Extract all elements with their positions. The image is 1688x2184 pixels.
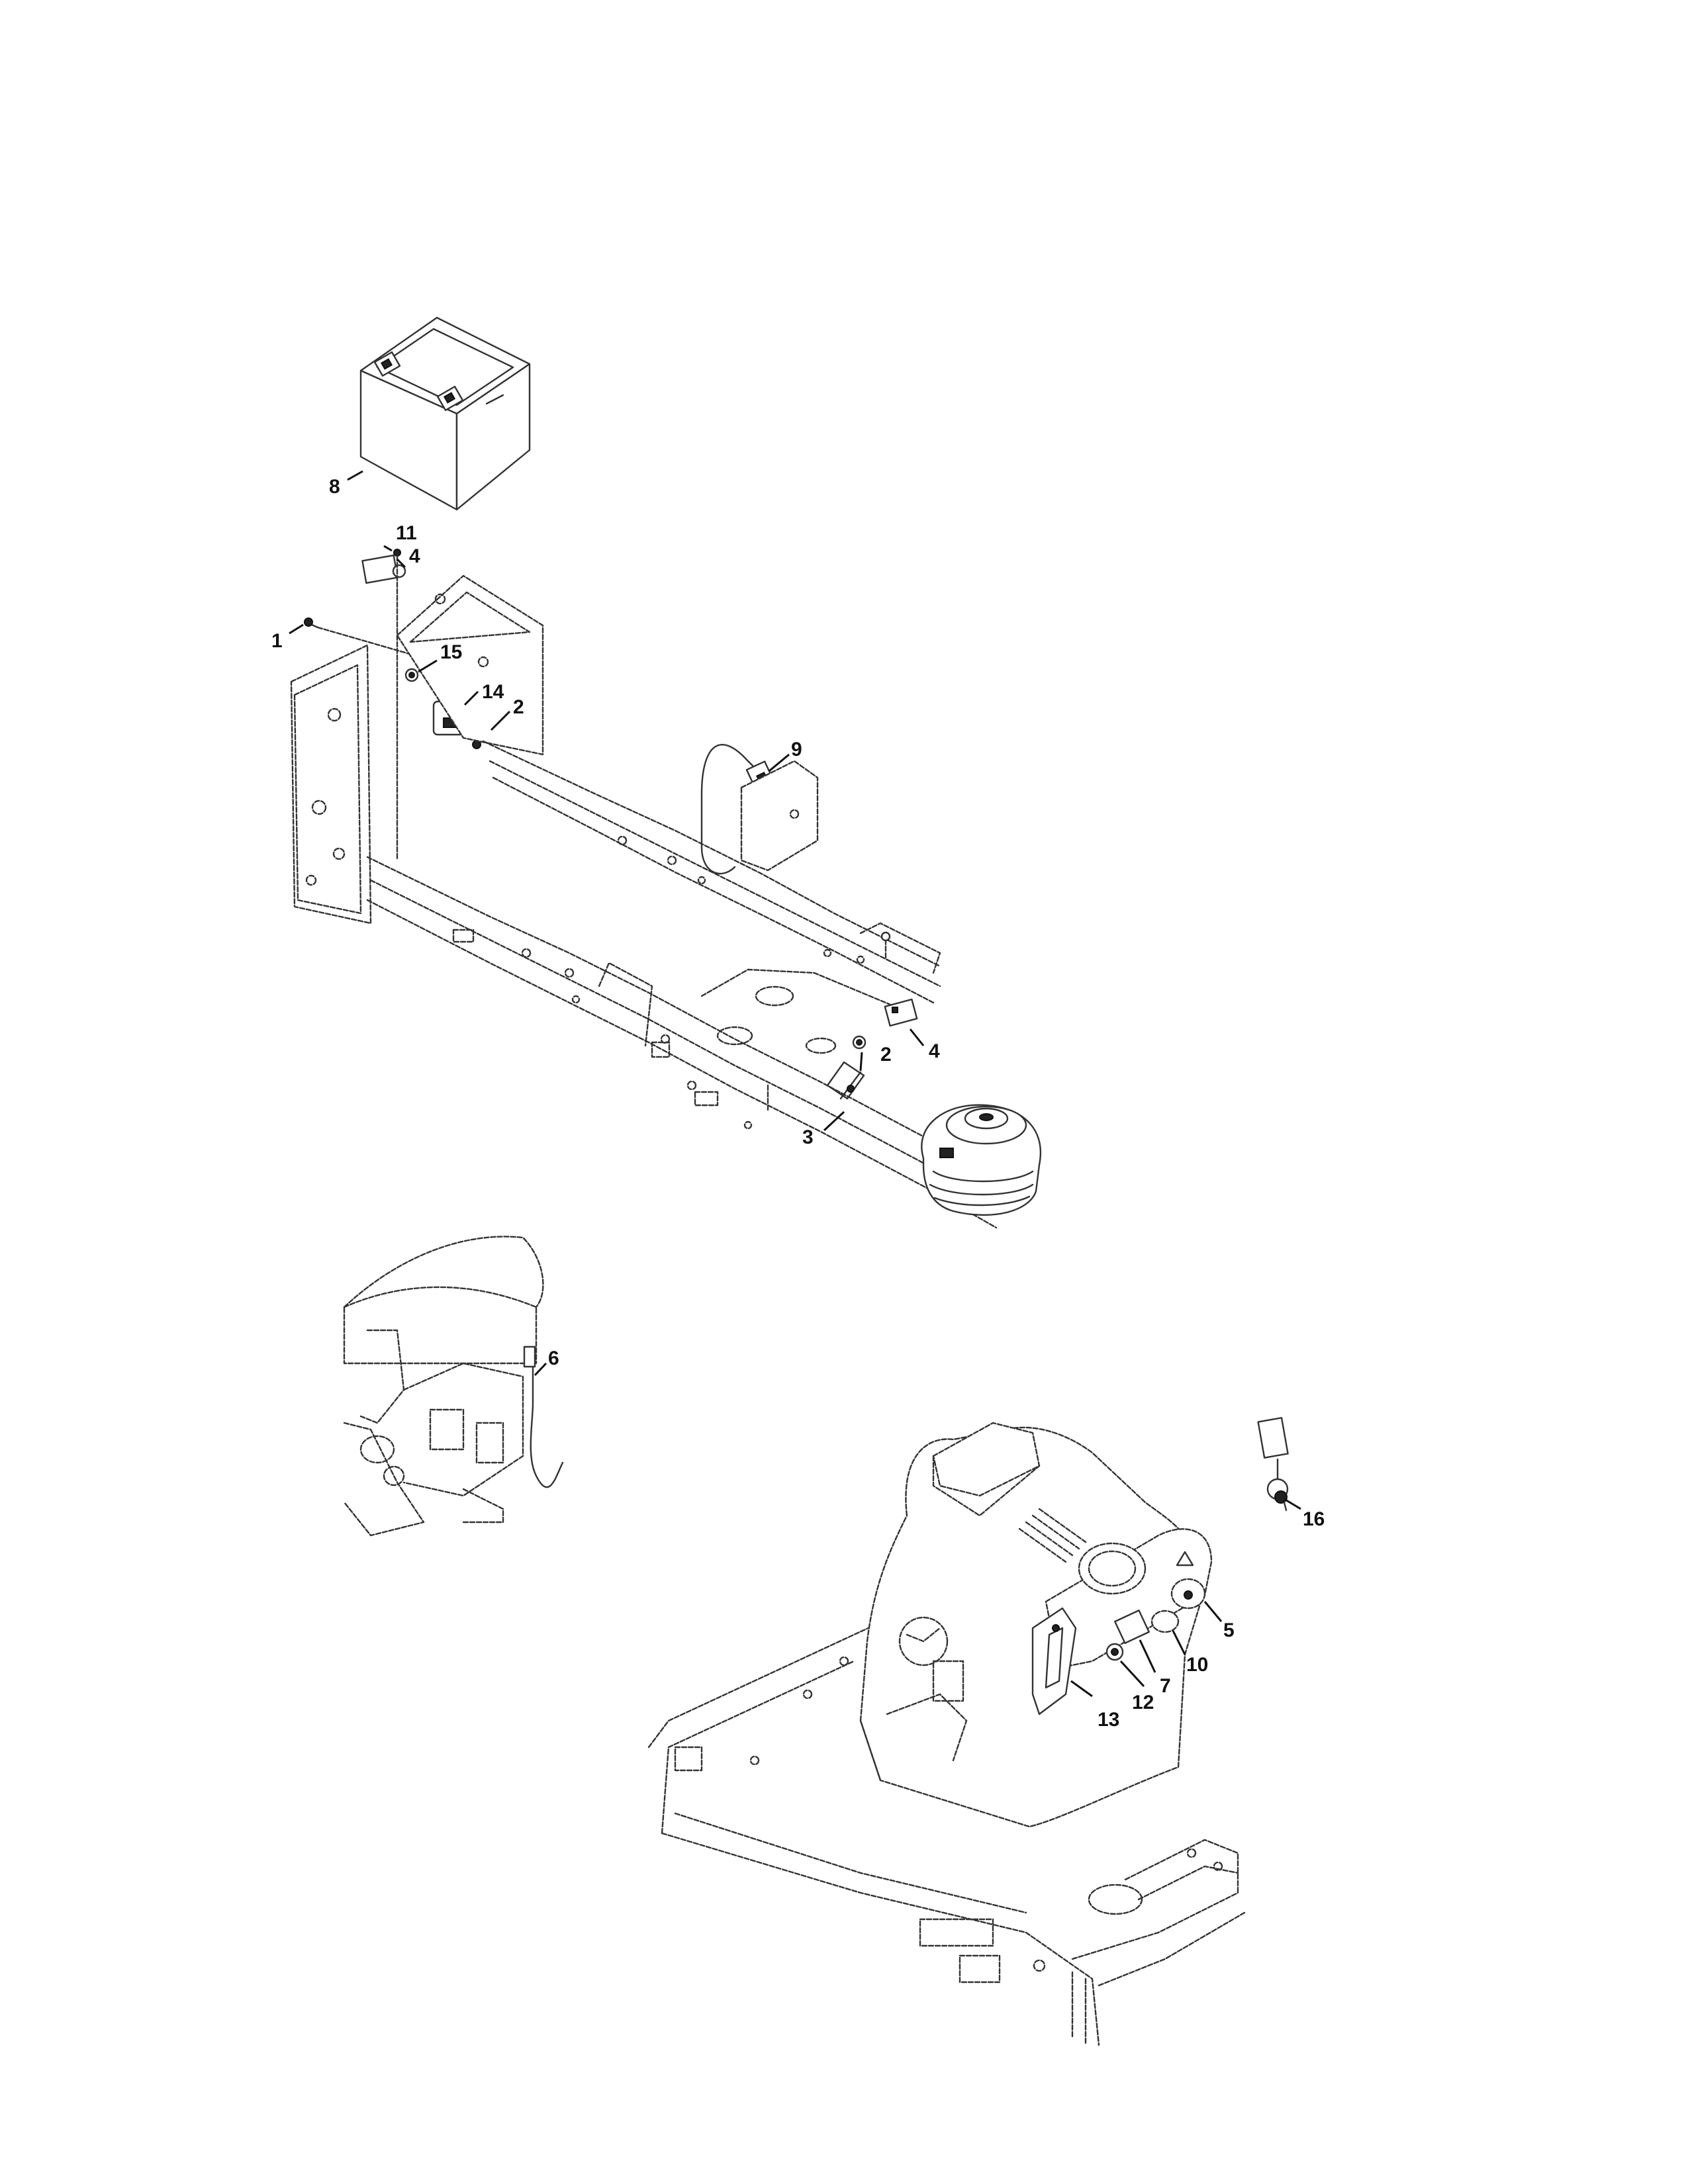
callout-9: 9 [791, 739, 802, 760]
callout-7: 7 [1160, 1675, 1171, 1697]
callout-14: 14 [482, 681, 504, 703]
callout-8: 8 [329, 476, 340, 498]
callout-2: 2 [513, 696, 524, 718]
callout-16: 16 [1303, 1508, 1325, 1530]
tractor-frame [290, 574, 1008, 1229]
wire-harness [700, 744, 819, 875]
battery [359, 316, 531, 511]
engine [343, 1236, 564, 1537]
pto-clutch [921, 1104, 1042, 1216]
dash-console [647, 1422, 1246, 2046]
callout-12: 12 [1132, 1692, 1154, 1713]
callout-leaders [289, 470, 1301, 1698]
callout-labels: 8 11 4 1 15 14 2 9 4 2 3 6 16 5 10 7 12 … [271, 476, 1325, 1731]
callout-13: 13 [1098, 1709, 1119, 1731]
callout-2: 2 [880, 1044, 892, 1066]
callout-5: 5 [1223, 1619, 1235, 1641]
callout-11: 11 [396, 522, 417, 544]
interlock-parts [826, 998, 918, 1100]
callout-10: 10 [1186, 1654, 1208, 1676]
ignition-key [1257, 1417, 1289, 1512]
callout-6: 6 [548, 1347, 559, 1369]
callout-3: 3 [802, 1126, 814, 1148]
callout-1: 1 [271, 630, 283, 652]
callout-4: 4 [929, 1040, 940, 1062]
callout-4: 4 [409, 545, 420, 567]
callout-15: 15 [440, 641, 462, 663]
